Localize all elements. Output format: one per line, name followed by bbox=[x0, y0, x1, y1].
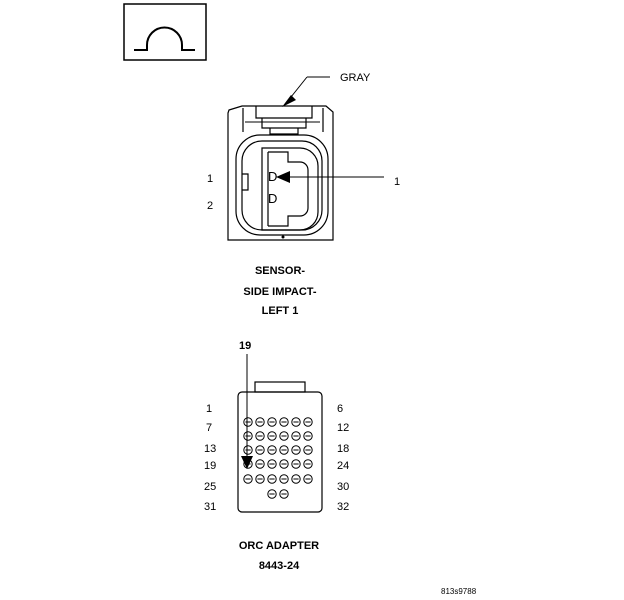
orc-pin-label: 6 bbox=[337, 403, 343, 415]
sensor-pin-label: 1 bbox=[207, 173, 213, 185]
terminal-1: D bbox=[268, 169, 277, 184]
sensor-pin-label: 2 bbox=[207, 200, 213, 212]
orc-caption-line: 8443-24 bbox=[259, 560, 300, 572]
orc-pin-label: 7 bbox=[206, 422, 212, 434]
orc-left-pin-labels: 1 7 13 19 25 31 bbox=[204, 403, 216, 513]
sensor-connector: D D bbox=[227, 105, 334, 241]
orc-pin-label: 19 bbox=[204, 460, 216, 472]
orc-caption-line: ORC ADAPTER bbox=[239, 540, 319, 552]
orc-pin-label: 32 bbox=[337, 501, 349, 513]
ohm-icon bbox=[134, 26, 195, 51]
orc-pin-label: 12 bbox=[337, 422, 349, 434]
terminal-2: D bbox=[268, 191, 277, 206]
orc-pin-grid bbox=[243, 417, 313, 499]
orc-pin-label: 31 bbox=[204, 501, 216, 513]
orc-right-pin-labels: 6 12 18 24 30 32 bbox=[337, 403, 349, 513]
orc-pin-label: 30 bbox=[337, 481, 349, 493]
color-callout: GRAY bbox=[282, 72, 371, 107]
sensor-caption-line: SIDE IMPACT- bbox=[243, 286, 316, 298]
orc-pin-label: 24 bbox=[337, 460, 349, 472]
orc-pin-callout: 19 bbox=[239, 340, 253, 469]
pin-callout: 1 bbox=[276, 171, 400, 188]
callout-label: 1 bbox=[394, 176, 400, 188]
figure-id: 813s9788 bbox=[441, 587, 477, 596]
orc-pin-label: 25 bbox=[204, 481, 216, 493]
sensor-caption-line: SENSOR- bbox=[255, 265, 305, 277]
orc-pin-label: 13 bbox=[204, 443, 216, 455]
color-label: GRAY bbox=[340, 72, 371, 84]
orc-pin-label: 18 bbox=[337, 443, 349, 455]
orc-callout-label: 19 bbox=[239, 340, 251, 352]
orc-pin-label: 1 bbox=[206, 403, 212, 415]
orc-adapter-connector bbox=[237, 381, 323, 513]
sensor-caption-line: LEFT 1 bbox=[262, 305, 299, 317]
ohm-symbol bbox=[123, 3, 207, 61]
